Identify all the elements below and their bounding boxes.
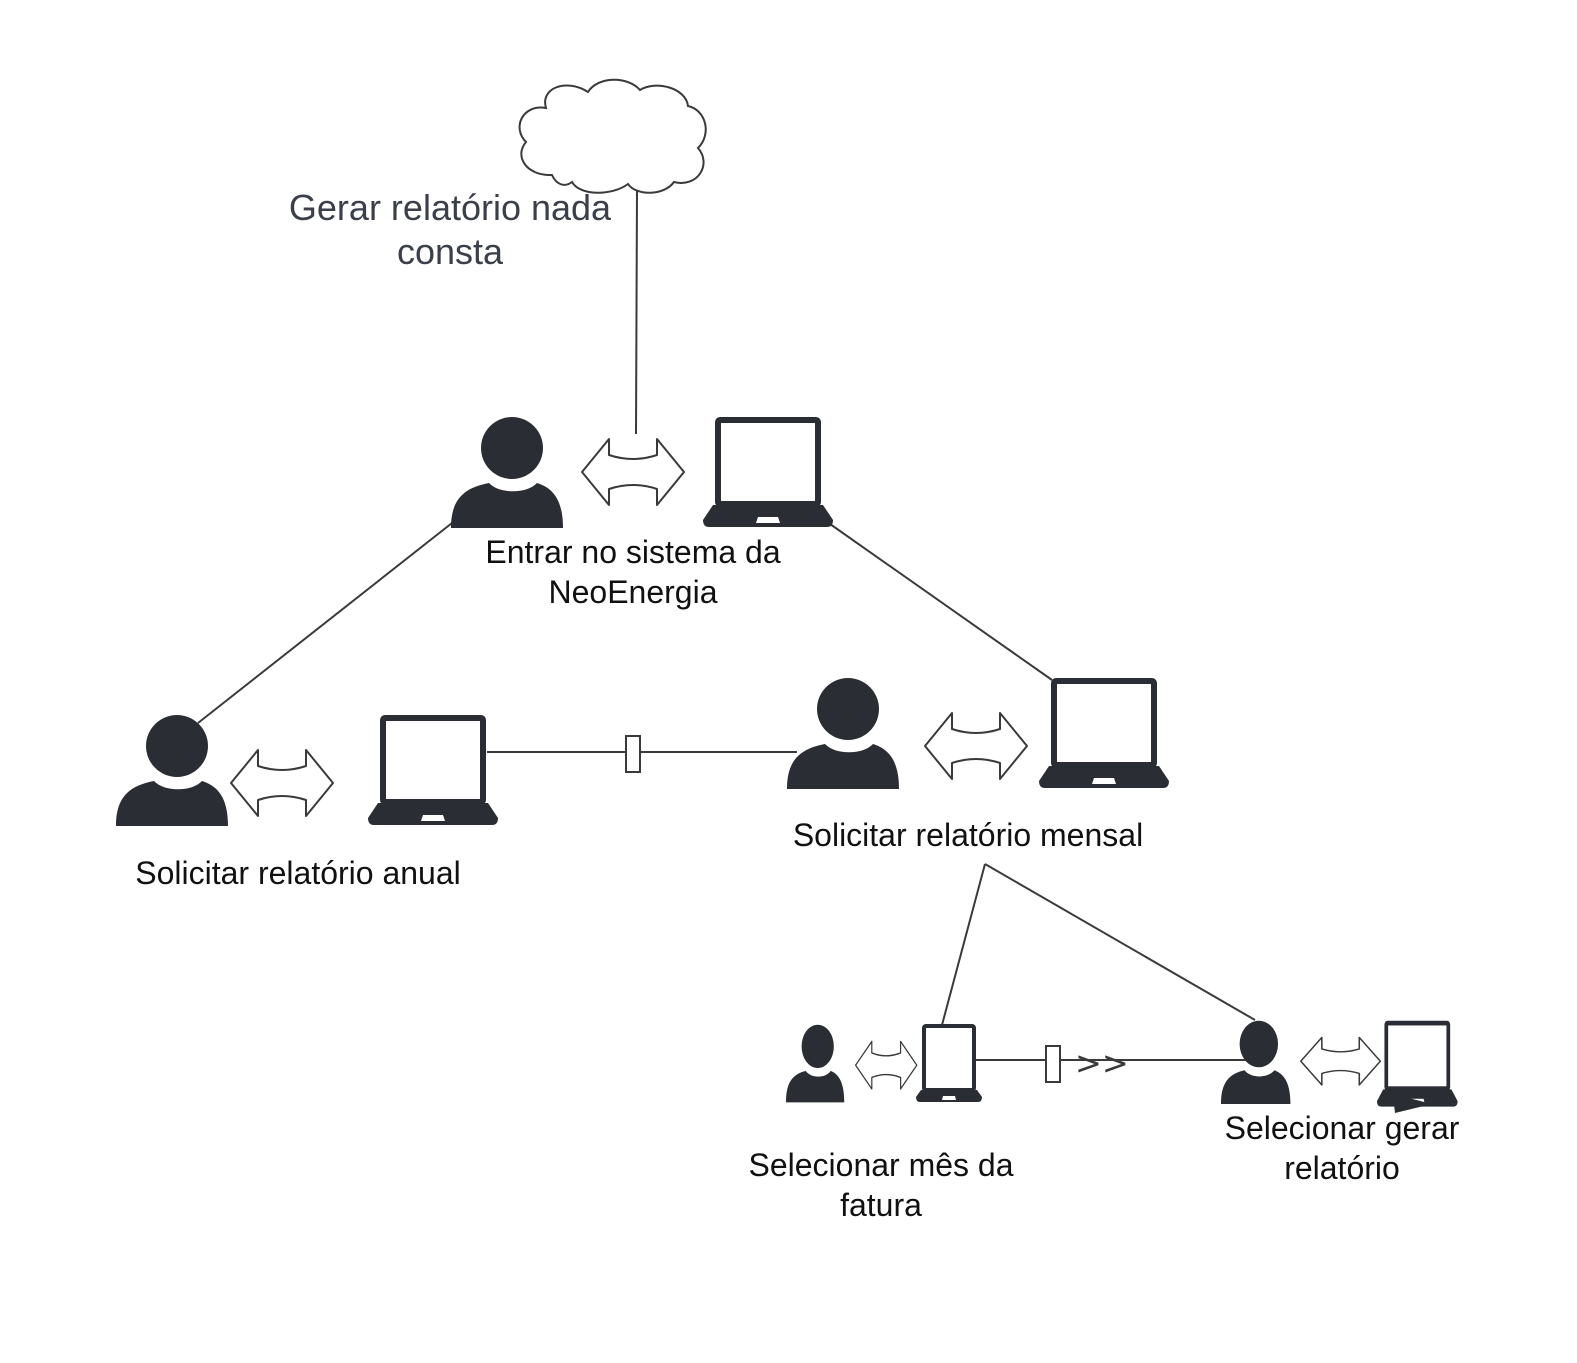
middle-person-icon (787, 678, 899, 789)
connector-marker-box (625, 735, 641, 773)
middle-group-label-text: Solicitar relatório mensal (792, 817, 1144, 853)
bottom-left-bidirectional-arrow-icon (854, 1040, 918, 1090)
connector-marker-text: >> (1075, 1044, 1129, 1082)
left-person-icon (116, 715, 228, 826)
bottom-right-bidirectional-arrow-icon (1300, 1036, 1382, 1086)
middle-laptop-icon (1039, 678, 1169, 788)
middle-bidirectional-arrow-icon (924, 712, 1028, 780)
bottom-tablet-icon (916, 1024, 982, 1102)
left-group-label-text: Solicitar relatório anual (135, 855, 461, 891)
cloud-to-top-group-line (635, 189, 638, 435)
bottom-right-group-label-line2: relatório (1284, 1150, 1400, 1186)
left-bidirectional-arrow-icon (230, 749, 334, 817)
cloud-label-line2: consta (396, 231, 504, 272)
top-group-label: Entrar no sistema da NeoEnergia (453, 532, 813, 612)
cloud-label: Gerar relatório nada consta (270, 186, 630, 274)
top-laptop-icon (703, 417, 833, 527)
top-group-label-line1: Entrar no sistema da (485, 534, 781, 570)
connector-marker-box-bottom (1045, 1045, 1061, 1083)
bottom-left-group-label-line1: Selecionar mês da (748, 1147, 1014, 1183)
top-laptop-to-middle-laptop-line (829, 523, 1053, 681)
middle-group-label: Solicitar relatório mensal (758, 815, 1178, 855)
bottom-left-person-icon (786, 1024, 845, 1103)
middle-to-bottom-left-line (941, 863, 986, 1026)
bottom-right-pointer-mark (1393, 1094, 1432, 1113)
top-group-label-line2: NeoEnergia (548, 574, 718, 610)
left-group-label: Solicitar relatório anual (98, 853, 498, 893)
cloud-label-line1: Gerar relatório nada (288, 187, 612, 228)
bottom-right-group-label: Selecionar gerar relatório (1197, 1108, 1487, 1188)
top-bidirectional-arrow-icon (581, 438, 685, 506)
middle-to-bottom-right-line (984, 863, 1256, 1021)
bottom-right-group-label-line1: Selecionar gerar (1224, 1110, 1460, 1146)
bottom-right-person-icon (1221, 1020, 1291, 1104)
cloud-icon (518, 78, 707, 194)
top-person-to-left-person-line (197, 522, 453, 724)
bottom-left-group-label: Selecionar mês da fatura (716, 1145, 1046, 1225)
top-person-icon (451, 417, 563, 528)
bottom-left-group-label-line2: fatura (840, 1187, 922, 1223)
left-laptop-icon (368, 715, 498, 825)
connector-lines (197, 189, 1256, 1061)
bottom-right-laptop-icon (1377, 1020, 1458, 1107)
